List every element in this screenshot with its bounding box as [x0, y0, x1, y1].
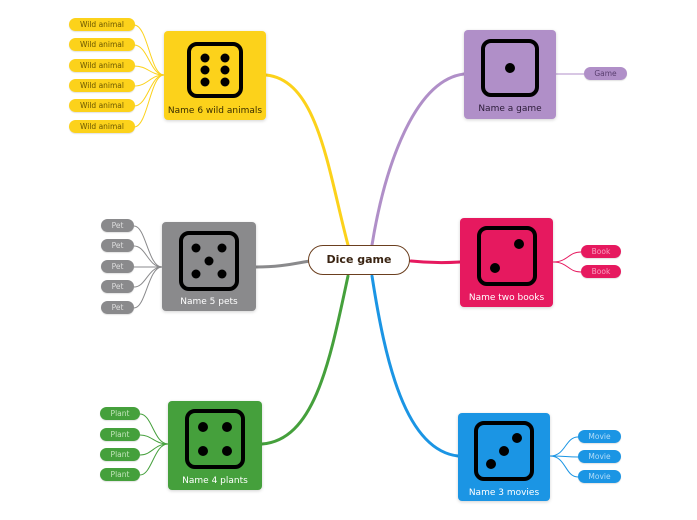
topic-label: Name 3 movies — [468, 488, 540, 498]
central-topic-label: Dice game — [326, 253, 392, 266]
leaf-book[interactable]: Book — [581, 245, 621, 258]
dice-one-icon — [481, 39, 539, 97]
leaf-wild-animal[interactable]: Wild animal — [69, 18, 135, 31]
branch-line-books — [409, 259, 462, 265]
topic-card-game[interactable]: Name a game — [464, 30, 556, 119]
dice-five-icon — [179, 231, 239, 291]
leaf-plant[interactable]: Plant — [100, 468, 140, 481]
topic-label: Name 4 plants — [182, 476, 248, 486]
leaf-wild-animal[interactable]: Wild animal — [69, 59, 135, 72]
dice-six-icon — [187, 42, 243, 98]
topic-label: Name 6 wild animals — [167, 106, 263, 116]
dice-two-icon — [476, 226, 537, 286]
leaf-game[interactable]: Game — [584, 67, 627, 80]
leaf-pet[interactable]: Pet — [101, 301, 134, 314]
leaf-pet[interactable]: Pet — [101, 260, 134, 273]
leaf-wild-animal[interactable]: Wild animal — [69, 79, 135, 92]
leaf-pet[interactable]: Pet — [101, 239, 134, 252]
branch-line-game — [370, 72, 466, 247]
leaf-wild-animal[interactable]: Wild animal — [69, 99, 135, 112]
leaf-movie[interactable]: Movie — [578, 430, 621, 443]
dice-four-icon — [185, 409, 245, 469]
branch-line-movies — [370, 274, 460, 458]
leaf-lines-movies — [549, 436, 579, 478]
topic-label: Name a game — [478, 104, 542, 114]
topic-card-movies[interactable]: Name 3 movies — [458, 413, 550, 501]
topic-card-wild-animals[interactable]: Name 6 wild animals — [164, 31, 266, 120]
topic-card-books[interactable]: Name two books — [460, 218, 553, 307]
central-topic[interactable]: Dice game — [308, 245, 410, 275]
branch-line-pets — [254, 259, 312, 269]
leaf-pet[interactable]: Pet — [101, 219, 134, 232]
topic-card-pets[interactable]: Name 5 pets — [162, 222, 256, 311]
leaf-lines-wild-animals — [133, 24, 165, 128]
leaf-movie[interactable]: Movie — [578, 450, 621, 463]
leaf-plant[interactable]: Plant — [100, 407, 140, 420]
leaf-plant[interactable]: Plant — [100, 448, 140, 461]
leaf-wild-animal[interactable]: Wild animal — [69, 38, 135, 51]
branch-line-wild-animals — [264, 73, 350, 247]
leaf-lines-pets — [133, 225, 163, 309]
leaf-wild-animal[interactable]: Wild animal — [69, 120, 135, 133]
topic-card-plants[interactable]: Name 4 plants — [168, 401, 262, 490]
topic-label: Name two books — [468, 293, 545, 303]
dice-three-icon — [474, 421, 534, 481]
leaf-pet[interactable]: Pet — [101, 280, 134, 293]
leaf-lines-books — [552, 251, 582, 273]
leaf-lines-plants — [139, 413, 169, 476]
topic-label: Name 5 pets — [180, 297, 238, 307]
branch-line-plants — [260, 274, 350, 446]
leaf-plant[interactable]: Plant — [100, 428, 140, 441]
leaf-movie[interactable]: Movie — [578, 470, 621, 483]
leaf-book[interactable]: Book — [581, 265, 621, 278]
